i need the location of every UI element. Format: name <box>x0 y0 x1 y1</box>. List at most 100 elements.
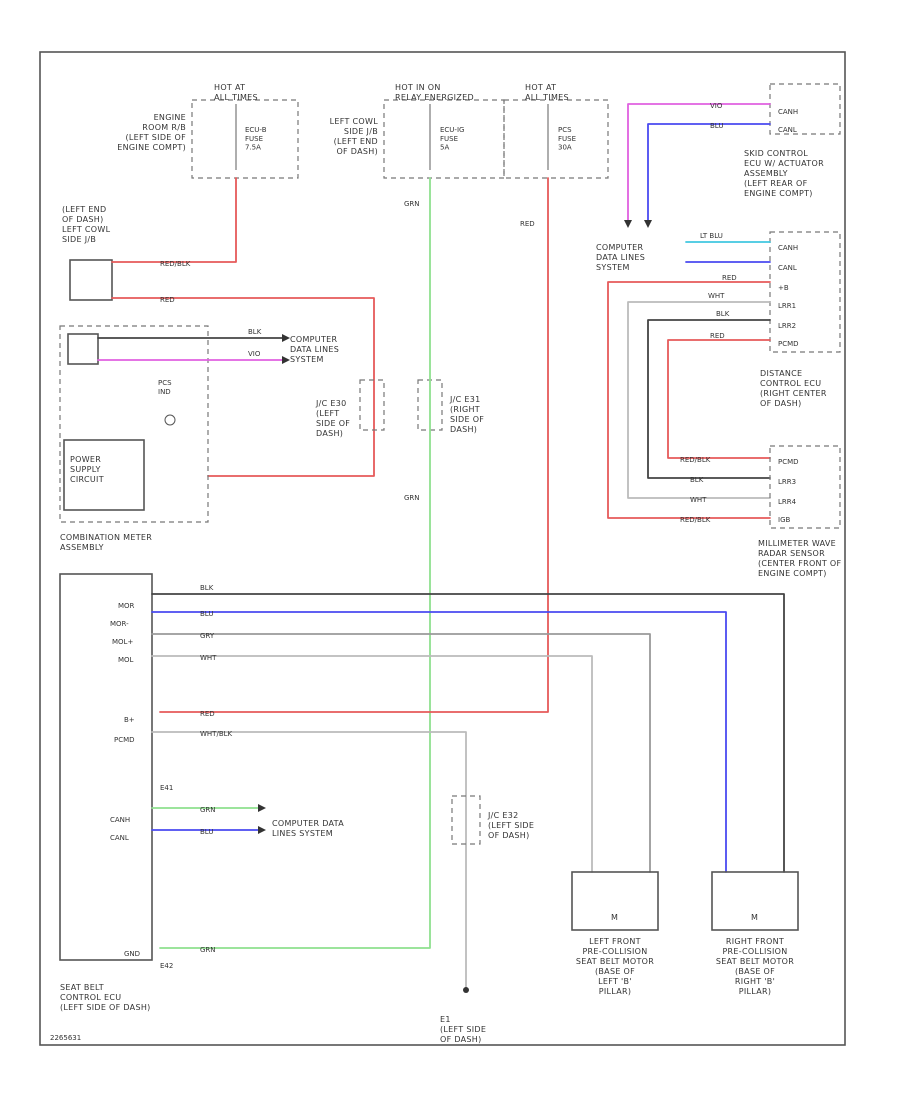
wire-label-blu-2: BLU <box>200 610 213 618</box>
arrow-icon <box>644 220 652 228</box>
wire-red-power <box>111 297 375 477</box>
wire-label-lt-blu: LT BLU <box>700 232 723 240</box>
dist-pin-lrr1: LRR1 <box>778 302 796 310</box>
arrow-icon <box>624 220 632 228</box>
wire-red-pcs <box>159 177 549 713</box>
wire-label-grn-3: GRN <box>200 946 216 954</box>
ground-icon <box>463 987 469 993</box>
meter-can-block <box>67 333 99 365</box>
ecu-pin-mol: MOL <box>118 656 134 664</box>
arrow-icon <box>282 334 290 342</box>
engine-room-rb-box <box>191 99 299 179</box>
wire-vio-skid <box>627 103 771 221</box>
skid-control-box <box>769 83 841 135</box>
ecu-pin-mol-plus: MOL+ <box>112 638 133 646</box>
left-motor-box <box>571 871 659 931</box>
dist-pin-lrr2: LRR2 <box>778 322 796 330</box>
dist-pin-canh: CANH <box>778 244 798 252</box>
wire-blu-skid <box>647 123 771 221</box>
seat-belt-ecu-box <box>59 573 153 961</box>
wire-label-red-1: RED <box>160 296 175 304</box>
wire-red-blk-ecu-b <box>111 177 237 263</box>
ecu-pin-gnd: GND <box>124 950 140 958</box>
wire-grn-ig <box>159 177 431 949</box>
wire-wht-mol <box>151 655 593 873</box>
ecu-pin-mor: MOR <box>118 602 135 610</box>
dist-pin-pcmd: PCMD <box>778 340 799 348</box>
wire-label-red-4: RED <box>722 274 737 282</box>
wire-label-wht-1: WHT <box>708 292 725 300</box>
j-c-e32-box <box>451 795 481 845</box>
ecu-pin-b-plus: B+ <box>124 716 135 724</box>
wire-label-gry: GRY <box>200 632 215 640</box>
wire-label-blk-1: BLK <box>248 328 262 336</box>
left-cowl-connector <box>69 259 113 301</box>
combination-meter-box <box>59 325 209 523</box>
wire-label-wht-blk: WHT/BLK <box>200 730 233 738</box>
wire-label-blu-1: BLU <box>710 122 723 130</box>
wire-label-red-blk-3: RED/BLK <box>680 516 711 524</box>
skid-pin-canl: CANL <box>778 126 797 134</box>
wire-gry-mol-plus <box>151 633 651 873</box>
wire-label-vio-1: VIO <box>248 350 261 358</box>
pcs-fuse-box <box>503 99 609 179</box>
wire-label-wht-2: WHT <box>690 496 707 504</box>
wire-label-wht-3: WHT <box>200 654 217 662</box>
ecu-pin-mor-minus: MOR- <box>110 620 129 628</box>
pcs-ind-lamp-icon <box>164 414 176 426</box>
wire-label-blk-3: BLK <box>690 476 704 484</box>
wire-label-grn-2: GRN <box>404 494 420 502</box>
motor-icon: M <box>751 913 758 922</box>
wire-wht-lrr1 <box>627 301 771 499</box>
wire-label-blk-2: BLK <box>716 310 730 318</box>
radar-pin-lrr3: LRR3 <box>778 478 796 486</box>
wire-label-blu-3: BLU <box>200 828 213 836</box>
arrow-icon <box>282 356 290 364</box>
ecu-pin-canl: CANL <box>110 834 129 842</box>
radar-pin-pcmd: PCMD <box>778 458 799 466</box>
ecu-pin-e42: E42 <box>160 962 173 970</box>
wire-label-red-blk-1: RED/BLK <box>160 260 191 268</box>
ecu-pin-canh: CANH <box>110 816 130 824</box>
wire-wht-blk-pcmd <box>151 731 467 991</box>
dist-pin-ig: +B <box>778 284 789 292</box>
skid-pin-canh: CANH <box>778 108 798 116</box>
wire-label-red-blk-2: RED/BLK <box>680 456 711 464</box>
motor-icon: M <box>611 913 618 922</box>
wire-label-grn-4: GRN <box>200 806 216 814</box>
j-c-e30-box <box>359 379 385 431</box>
radar-pin-ig: IGB <box>778 516 790 524</box>
wire-blk-lrr2 <box>647 319 771 479</box>
wire-red-ig-radar <box>607 281 771 519</box>
arrow-icon <box>258 826 266 834</box>
wire-blk-mor <box>151 593 785 873</box>
wire-label-blk-4: BLK <box>200 584 214 592</box>
radar-sensor-box <box>769 445 841 529</box>
power-supply-box <box>63 439 145 511</box>
diagram-frame <box>39 51 846 1046</box>
distance-control-box <box>769 231 841 353</box>
arrow-icon <box>258 804 266 812</box>
right-motor-box <box>711 871 799 931</box>
